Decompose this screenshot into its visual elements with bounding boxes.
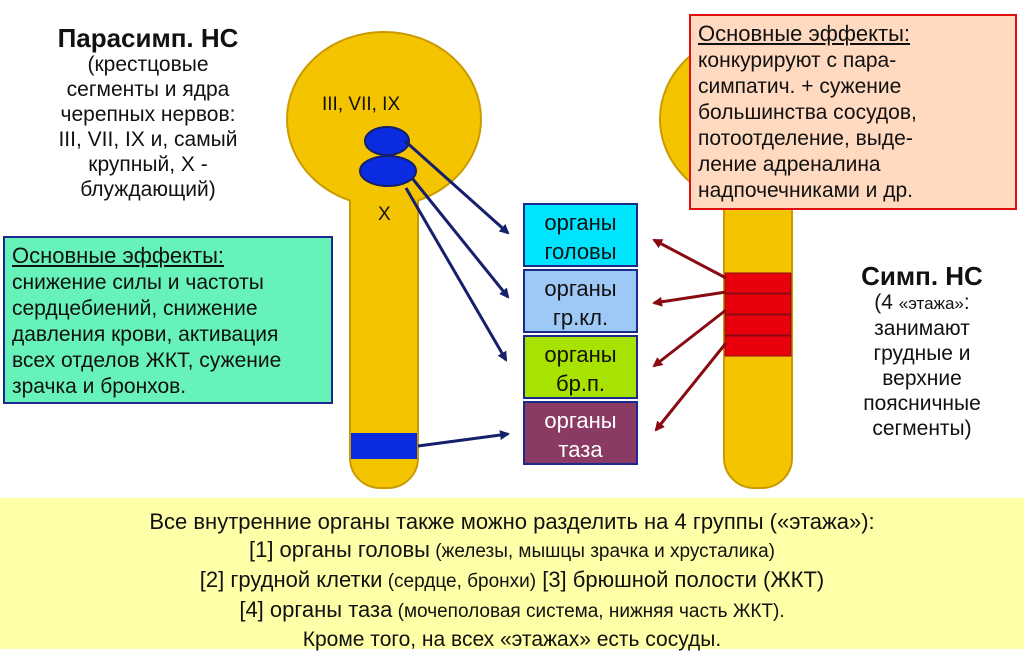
parasymp-desc-4: III, VII, IX и, самый [58, 128, 238, 151]
symp-effects-line-5: ление адреналина [698, 153, 881, 176]
parasymp-desc-6: блуждающий) [80, 178, 216, 201]
organ-head: органы головы [523, 203, 638, 267]
parasymp-desc-2: сегменты и ядра [66, 78, 230, 101]
symp-segments [724, 272, 792, 357]
parasymp-effects-line-4: всех отделов ЖКТ, сужение [12, 349, 282, 372]
parasymp-desc-1: (крестцовые [87, 53, 209, 76]
summary-line-2: [1] органы головы (железы, мышцы зрачка … [248, 537, 776, 562]
symp-effects-line-6: надпочечниками и др. [698, 179, 913, 202]
parasymp-effects-line-5: зрачка и бронхов. [12, 375, 187, 398]
vagus-label: X [378, 204, 391, 225]
parasymp-title: Парасимп. НС [57, 23, 239, 53]
parasymp-block: Парасимп. НС (крестцовые сегменты и ядра… [0, 24, 296, 202]
symp-effects-heading: Основные эффекты: [698, 21, 911, 46]
organ-abdominal: органы бр.п. [523, 335, 638, 399]
symp-effects-line-1: конкурируют с пара- [698, 49, 897, 72]
sacral-segment [351, 433, 417, 459]
summary-band: Все внутренние органы также можно раздел… [0, 498, 1024, 651]
symp-effects-box: Основные эффекты: конкурируют с пара- си… [689, 14, 1017, 210]
symp-desc-2: грудные и [873, 342, 971, 365]
organ-pelvis: органы таза [523, 401, 638, 465]
summary-line-1: Все внутренние органы также можно раздел… [149, 509, 875, 534]
organ-thoracic: органы гр.кл. [523, 269, 638, 333]
symp-arrows [652, 238, 728, 432]
symp-block: Симп. НС (4 «этажа»: занимают грудные и … [820, 262, 1024, 441]
parasymp-effects-line-2: сердцебиений, снижение [12, 297, 258, 320]
cranial-nerves-label: III, VII, IX [322, 94, 401, 115]
symp-desc-1: занимают [874, 317, 970, 340]
parasymp-effects-box: Основные эффекты: снижение силы и частот… [3, 236, 333, 404]
nucleus-vagus [359, 155, 417, 187]
symp-effects-line-3: большинства сосудов, [698, 101, 917, 124]
summary-line-5: Кроме того, на всех «этажах» есть сосуды… [302, 628, 722, 651]
nucleus-cranial-upper [364, 126, 410, 156]
symp-desc-4: поясничные [863, 392, 981, 415]
parasymp-desc-5: крупный, X - [88, 153, 208, 176]
symp-desc-5: сегменты) [872, 417, 972, 440]
symp-title: Симп. НС [861, 261, 983, 291]
symp-desc-3: верхние [882, 367, 962, 390]
symp-effects-line-2: симпатич. + сужение [698, 75, 902, 98]
parasymp-nervous-system [286, 31, 482, 489]
symp-desc-floors: (4 «этажа»: [874, 291, 970, 314]
parasymp-effects-line-3: давления крови, активация [12, 323, 279, 346]
parasymp-effects-heading: Основные эффекты: [12, 243, 225, 268]
parasymp-arrows [404, 139, 510, 448]
summary-line-3: [2] грудной клетки (сердце, бронхи) [3] … [199, 567, 825, 592]
parasymp-effects-line-1: снижение силы и частоты [12, 271, 264, 294]
symp-effects-line-4: потоотделение, выде- [698, 127, 913, 150]
parasymp-desc-3: черепных нервов: [60, 103, 236, 126]
summary-line-4: [4] органы таза (мочеполовая система, ни… [239, 597, 785, 622]
